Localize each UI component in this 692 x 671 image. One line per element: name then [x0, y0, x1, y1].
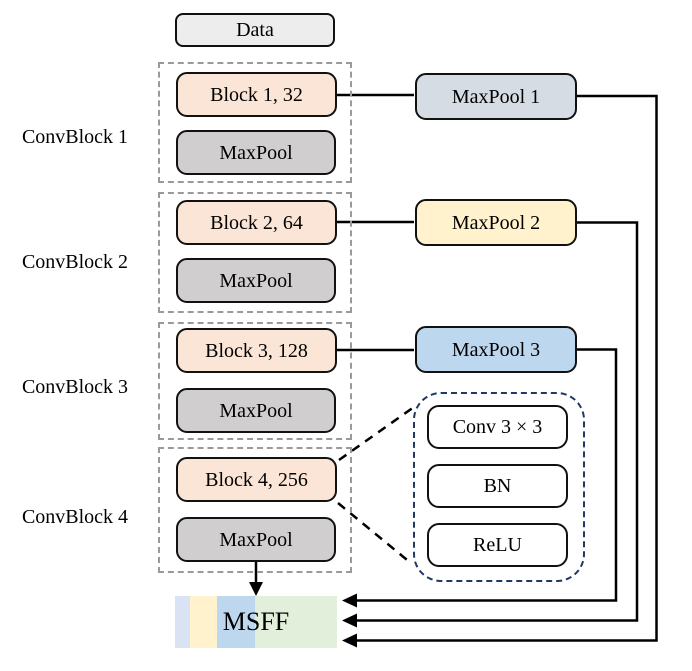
convblock2-group-frame [158, 192, 352, 313]
convblock2-label: ConvBlock 2 [21, 251, 129, 273]
convblock1-label: ConvBlock 1 [21, 126, 129, 148]
data-input-box: Data [175, 13, 335, 47]
batchnorm-box: BN [427, 464, 568, 508]
block3-maxpool-box: MaxPool [176, 388, 336, 433]
maxpool1-output-box: MaxPool 1 [415, 73, 577, 120]
msff-segment-4 [255, 596, 337, 648]
msff-segment-3 [217, 596, 255, 648]
block4-maxpool-box: MaxPool [176, 517, 336, 562]
maxpool2-output-box: MaxPool 2 [415, 199, 577, 246]
msff-segment-2 [190, 596, 217, 648]
block1-box: Block 1, 32 [176, 72, 337, 117]
maxpool3-output-box: MaxPool 3 [415, 326, 577, 373]
block2-box: Block 2, 64 [176, 200, 337, 245]
msff-segment-1 [175, 596, 190, 648]
convblock3-group-frame [158, 322, 352, 440]
block1-maxpool-box: MaxPool [176, 130, 336, 175]
convblock1-group-frame [158, 62, 352, 183]
relu-box: ReLU [427, 523, 568, 567]
msff-label: MSFF [222, 607, 290, 636]
block4-box: Block 4, 256 [176, 457, 337, 502]
msff-fusion-bar [175, 596, 337, 648]
block3-box: Block 3, 128 [176, 328, 337, 373]
convblock3-label: ConvBlock 3 [21, 376, 129, 398]
conv3x3-box: Conv 3 × 3 [427, 405, 568, 449]
convblock4-label: ConvBlock 4 [21, 506, 129, 528]
block2-maxpool-box: MaxPool [176, 258, 336, 303]
